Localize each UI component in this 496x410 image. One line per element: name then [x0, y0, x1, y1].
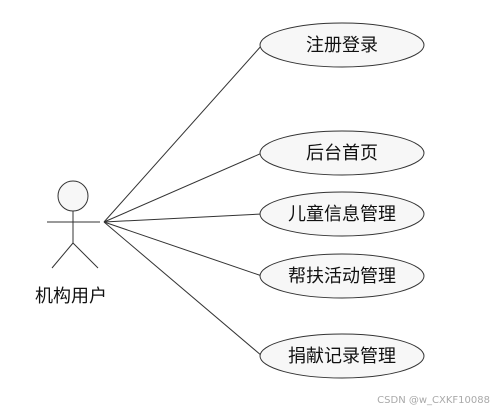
watermark: CSDN @w_CXKF10088 [377, 395, 490, 406]
use-case-ellipse [259, 253, 425, 299]
associations [103, 44, 263, 357]
association-line [103, 221, 263, 357]
association-line [103, 44, 263, 223]
actor-left-leg [51, 242, 74, 269]
association-line [103, 221, 263, 277]
actor-right-leg [72, 242, 99, 269]
association-line [103, 213, 263, 223]
use-case-dashboard[interactable]: 后台首页 [259, 130, 425, 176]
use-case-ellipse [259, 191, 425, 237]
use-case-ellipse [259, 333, 425, 379]
use-case-label: 儿童信息管理 [288, 204, 396, 225]
use-case-label: 注册登录 [306, 35, 378, 56]
use-case-support-activity-management[interactable]: 帮扶活动管理 [259, 253, 425, 299]
use-case-label: 捐献记录管理 [288, 346, 396, 367]
use-case-label: 帮扶活动管理 [288, 266, 396, 287]
actor-figure [47, 180, 100, 269]
use-case-ellipse [259, 130, 425, 176]
use-case-ellipse [259, 22, 425, 68]
association-line [103, 152, 263, 223]
use-case-donation-record-management[interactable]: 捐献记录管理 [259, 333, 425, 379]
actor-label: 机构用户 [35, 286, 107, 307]
actor-head [57, 180, 89, 212]
use-case-register-login[interactable]: 注册登录 [259, 22, 425, 68]
use-case-label: 后台首页 [306, 143, 378, 164]
use-case-child-info-management[interactable]: 儿童信息管理 [259, 191, 425, 237]
